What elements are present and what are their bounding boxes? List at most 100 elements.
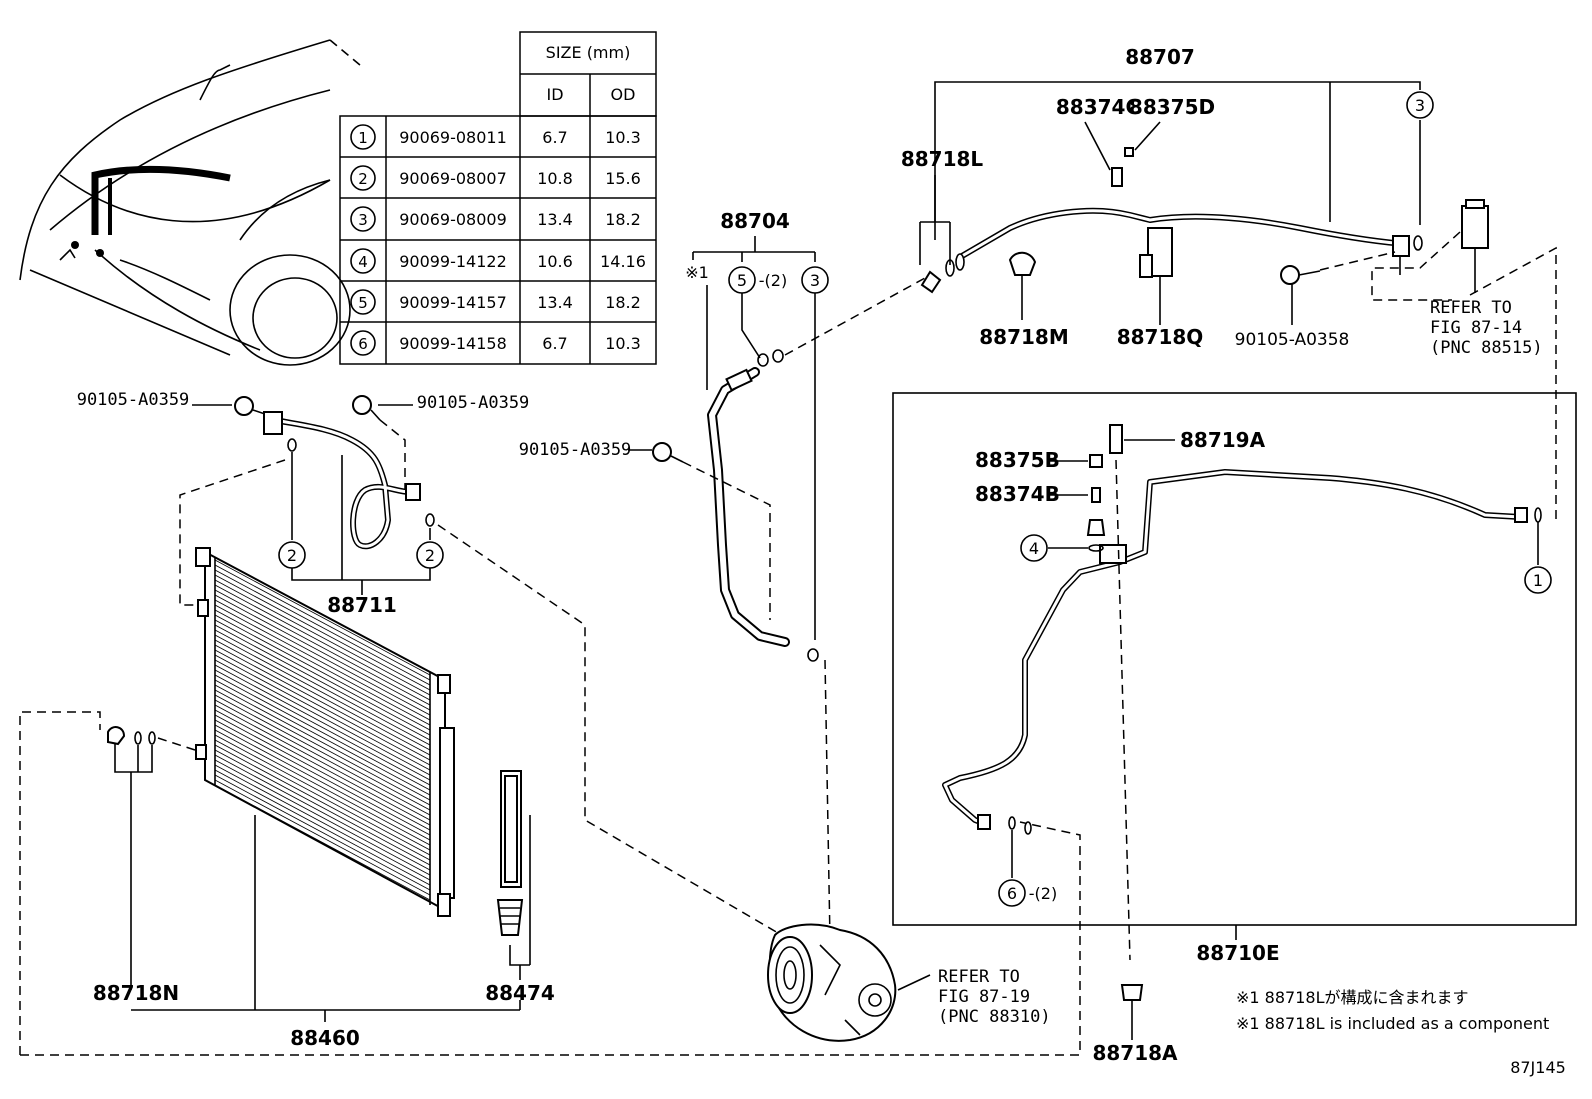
callout-6: 6 (1007, 884, 1017, 903)
label-88718L[interactable]: 88718L (901, 147, 984, 171)
table-row-part-number: 90099-14157 (399, 293, 507, 312)
condenser-fin (214, 694, 431, 811)
condenser-fin (214, 774, 431, 891)
table-row-od: 15.6 (605, 169, 641, 188)
assembly-88710E: 1 6 -(2) 88719A 88375B 88374B 4 88710E 8… (892, 392, 1577, 1065)
condenser-fin (214, 764, 431, 881)
label-88719A[interactable]: 88719A (1180, 428, 1266, 452)
condenser-fin (214, 669, 431, 786)
condenser-fin (214, 584, 431, 701)
condenser-fin (214, 709, 431, 826)
condenser-fin (214, 689, 431, 806)
table-row-key-circle (350, 124, 376, 150)
label-88460[interactable]: 88460 (290, 1026, 360, 1050)
condenser-fin (214, 739, 431, 856)
condenser-fin (214, 679, 431, 796)
table-row-part-number: 90069-08007 (399, 169, 507, 188)
condenser-fin (214, 644, 431, 761)
assembly-88711: 90105-A0359 90105-A0359 2 2 88711 (77, 390, 791, 941)
table-row-key-circle (350, 330, 376, 356)
note-english: ※1 88718L is included as a component (1236, 1014, 1549, 1033)
table-row-od: 10.3 (605, 128, 641, 147)
condenser-fin (214, 594, 431, 711)
refer-88310-line3: (PNC 88310) (938, 1007, 1051, 1027)
id-header: ID (546, 85, 563, 104)
label-90105-A0359-a[interactable]: 90105-A0359 (77, 390, 190, 410)
condenser-fin (214, 609, 431, 726)
condenser-fin (214, 699, 431, 816)
table-row-part-number: 90069-08009 (399, 210, 507, 229)
table-row-id: 13.4 (537, 293, 573, 312)
label-90105-A0358[interactable]: 90105-A0358 (1235, 330, 1350, 350)
condenser-fin (214, 589, 431, 706)
label-88707[interactable]: 88707 (1125, 45, 1195, 69)
condenser-fin (214, 724, 431, 841)
condenser-fin (214, 704, 431, 821)
label-88374C[interactable]: 88374C (1056, 95, 1140, 119)
label-88704[interactable]: 88704 (720, 209, 790, 233)
callout-1: 1 (1533, 571, 1543, 590)
label-90105-A0359-b[interactable]: 90105-A0359 (417, 393, 530, 413)
condenser-fin (214, 729, 431, 846)
table-row-id: 6.7 (542, 128, 567, 147)
condenser-fin (214, 639, 431, 756)
label-88718M[interactable]: 88718M (979, 325, 1068, 349)
condenser-88460: 88474 88718N 88460 (19, 547, 555, 1055)
table-row-id: 10.6 (537, 252, 573, 271)
label-90105-A0359-c[interactable]: 90105-A0359 (519, 440, 632, 460)
label-88710E[interactable]: 88710E (1196, 941, 1279, 965)
table-row-key-circle (350, 165, 376, 191)
condenser-fin (214, 564, 431, 681)
callout-6-qty: -(2) (1029, 884, 1057, 903)
condenser-fin (214, 759, 431, 876)
table-row-key: 2 (358, 170, 368, 188)
table-row-key-circle (350, 289, 376, 315)
callout-3: 3 (1415, 96, 1425, 115)
figure-code: 87J145 (1510, 1058, 1566, 1077)
table-row-key: 5 (358, 294, 368, 312)
refer-88310-line1: REFER TO (938, 967, 1020, 987)
condenser-fin (214, 569, 431, 686)
condenser-fin (214, 769, 431, 886)
label-88718A[interactable]: 88718A (1092, 1041, 1178, 1065)
vehicle-locator-sketch (19, 39, 361, 366)
table-row-od: 10.3 (605, 334, 641, 353)
table-row-part-number: 90099-14122 (399, 252, 507, 271)
condenser-fin (214, 574, 431, 691)
label-88718Q[interactable]: 88718Q (1117, 325, 1204, 349)
condenser-fin (214, 579, 431, 696)
table-row-part-number: 90069-08011 (399, 128, 507, 147)
condenser-fin (214, 749, 431, 866)
condenser-fin (214, 629, 431, 746)
label-88374B[interactable]: 88374B (975, 482, 1060, 506)
condenser-fin (214, 659, 431, 776)
condenser-fin (214, 559, 431, 676)
label-88375B[interactable]: 88375B (975, 448, 1060, 472)
table-row-id: 10.8 (537, 169, 573, 188)
compressor: REFER TO FIG 87-19 (PNC 88310) (20, 821, 1081, 1056)
refer-88310-line2: FIG 87-19 (938, 987, 1030, 1007)
od-header: OD (611, 85, 636, 104)
label-88711[interactable]: 88711 (327, 593, 397, 617)
table-row-key: 1 (358, 129, 368, 147)
condenser-fin (214, 614, 431, 731)
table-row-od: 18.2 (605, 210, 641, 229)
refer-88515-line1: REFER TO (1430, 298, 1512, 318)
table-row-part-number: 90099-14158 (399, 334, 507, 353)
condenser-fin (214, 714, 431, 831)
callout-2b: 2 (425, 546, 435, 565)
oring-size-table: SIZE (mm) ID OD 1 90069-08011 6.7 10.3 2 9006… (339, 31, 657, 365)
refer-88515-line2: FIG 87-14 (1430, 318, 1522, 338)
table-row-id: 13.4 (537, 210, 573, 229)
table-row-od: 18.2 (605, 293, 641, 312)
label-88718N[interactable]: 88718N (93, 981, 179, 1005)
table-row-id: 6.7 (542, 334, 567, 353)
condenser-fin (214, 674, 431, 791)
condenser-fin (214, 784, 431, 901)
callout-5-qty: -(2) (759, 271, 787, 290)
condenser-fin (214, 604, 431, 721)
label-88375D[interactable]: 88375D (1129, 95, 1215, 119)
callout-3b: 3 (810, 271, 820, 290)
size-header: SIZE (mm) (546, 43, 631, 62)
assembly-88707: 88707 3 88374C 88375D 88718L 88718M 8871 (901, 45, 1557, 520)
